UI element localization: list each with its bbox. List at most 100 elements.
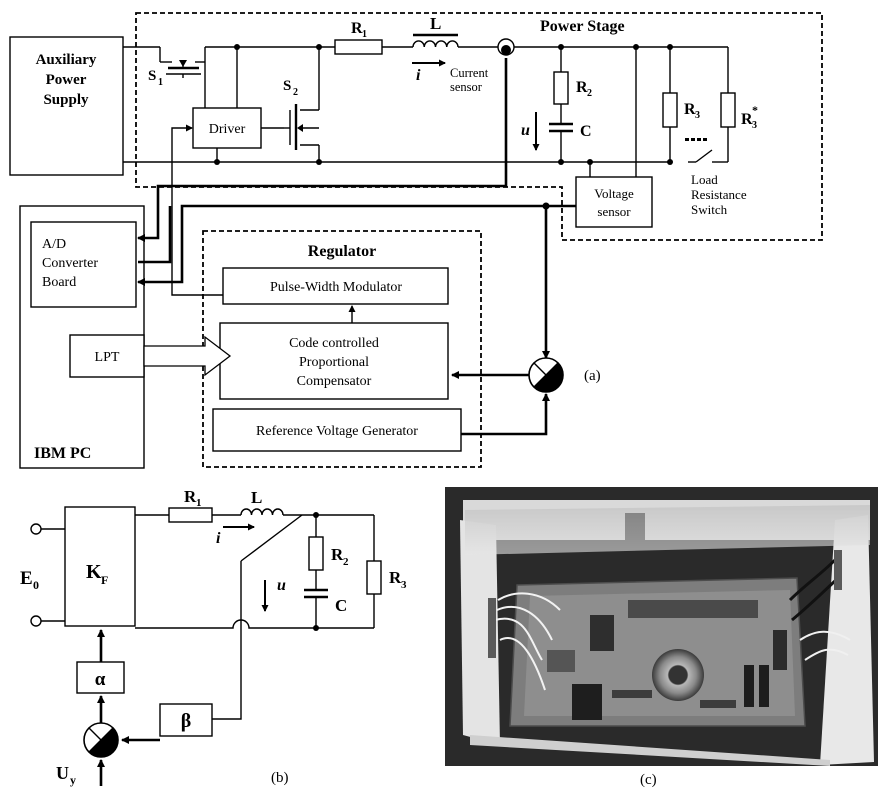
junction xyxy=(214,159,220,165)
e0-label: E xyxy=(20,568,33,589)
summing-junction-a xyxy=(528,357,564,393)
kf-label: K xyxy=(86,561,102,583)
signal-wires xyxy=(494,592,561,691)
inductor-label: L xyxy=(430,14,441,33)
feedback-to-beta-wire xyxy=(212,561,242,720)
aux-supply-line-2: Power xyxy=(46,72,87,88)
s1-subscript: 1 xyxy=(158,77,163,88)
resistor-r2 xyxy=(553,71,569,105)
panel-b-label: (b) xyxy=(271,770,289,786)
r3-star-label: R xyxy=(741,111,753,128)
voltage-sensor-box xyxy=(575,176,653,228)
r1-b-label: R xyxy=(184,487,197,506)
aux-supply-line-3: Supply xyxy=(43,92,89,108)
junction xyxy=(667,159,673,165)
panel-b: E 0 K F R 1 L i R 2 C u R 3 xyxy=(20,487,407,787)
beta-block xyxy=(159,703,213,737)
r3-subscript: 3 xyxy=(695,110,700,121)
junction xyxy=(316,159,322,165)
panel-c-label: (c) xyxy=(640,772,657,788)
input-terminal-top xyxy=(30,523,42,535)
auxiliary-power-supply-box xyxy=(9,36,124,176)
current-sensor-line-2: sensor xyxy=(450,80,483,94)
r3-star-subscript: 3 xyxy=(752,120,757,131)
junction xyxy=(667,44,673,50)
r1-subscript: 1 xyxy=(362,29,367,40)
inductor-b-label: L xyxy=(251,488,262,507)
ibm-pc-label: IBM PC xyxy=(34,445,91,462)
junction xyxy=(316,44,322,50)
s2-label: S xyxy=(283,78,291,94)
converter-kf-box xyxy=(64,506,136,627)
inductor-l xyxy=(412,40,459,48)
r3-b-label: R xyxy=(389,568,402,587)
enclosure-shade xyxy=(465,505,870,555)
e0-subscript: 0 xyxy=(33,578,39,592)
power-stage-title: Power Stage xyxy=(540,18,625,35)
panel-a: Power Stage Auxiliary Power Supply xyxy=(9,12,823,469)
ad-board-line-2: Converter xyxy=(42,256,98,271)
resistor-r3-b xyxy=(366,560,382,595)
capacitor-component xyxy=(773,630,787,670)
lpt-data-arrow xyxy=(143,335,232,377)
resistor-r1 xyxy=(334,39,383,55)
r2-b-label: R xyxy=(331,545,344,564)
uy-label: U xyxy=(56,763,69,783)
junction xyxy=(234,44,240,50)
voltage-sensor-line-2: sensor xyxy=(597,204,631,219)
output-wires xyxy=(799,630,851,661)
voltage-signal-wire-to-adc xyxy=(137,204,576,286)
lpt-port-box xyxy=(69,334,145,378)
junction xyxy=(587,159,593,165)
bottom-rail-b xyxy=(135,619,374,629)
regulator-outline xyxy=(202,230,482,468)
compensator-box xyxy=(219,322,449,400)
toroidal-inductor xyxy=(652,649,704,701)
input-terminal-bottom xyxy=(30,615,42,627)
resistor-r3 xyxy=(662,92,678,128)
uy-subscript: y xyxy=(70,773,76,787)
connector-strip xyxy=(834,550,842,590)
alpha-label: α xyxy=(95,669,106,690)
resistor-r1-b xyxy=(168,507,213,523)
pwm-label: Pulse-Width Modulator xyxy=(270,280,402,295)
alpha-block xyxy=(76,661,125,694)
enclosure-left-wall xyxy=(460,520,500,745)
aux-supply-line-1: Auxiliary xyxy=(36,52,97,68)
current-signal-wire xyxy=(137,58,508,242)
power-module-component xyxy=(572,684,602,720)
switch-dash-link xyxy=(685,138,707,141)
junction xyxy=(633,44,639,50)
adc-signal-branch xyxy=(138,206,172,264)
inductor-l-b xyxy=(240,508,284,516)
r3-label: R xyxy=(684,101,696,118)
pwm-to-driver-wire xyxy=(171,124,223,296)
junction xyxy=(558,159,564,165)
capacitor-label: C xyxy=(580,123,592,140)
resistor-row xyxy=(612,690,652,698)
relay-component xyxy=(590,615,614,651)
summing-junction-b xyxy=(83,722,119,758)
enclosure-front-edge xyxy=(470,735,830,766)
r2-subscript: 2 xyxy=(587,88,592,99)
regulator-title: Regulator xyxy=(308,243,376,260)
pwm-box xyxy=(222,267,449,305)
ad-board-line-3: Board xyxy=(42,275,76,290)
ref-gen-label: Reference Voltage Generator xyxy=(256,424,418,439)
ic-row xyxy=(628,600,758,618)
lpt-label: LPT xyxy=(95,350,120,365)
load-switch-line-1: Load xyxy=(691,172,718,187)
s2-subscript: 2 xyxy=(293,87,298,98)
load-switch-line-2: Resistance xyxy=(691,187,747,202)
r3-b-subscript: 3 xyxy=(401,579,407,591)
resistor-r3-star xyxy=(720,92,736,128)
ad-converter-board-box xyxy=(30,221,137,308)
enclosure-right-wall xyxy=(820,515,874,765)
load-switch-line-3: Switch xyxy=(691,202,728,217)
r2-b-subscript: 2 xyxy=(343,556,349,568)
current-symbol: i xyxy=(416,67,421,84)
resistor-row xyxy=(700,700,736,708)
driver-label: Driver xyxy=(209,122,246,137)
